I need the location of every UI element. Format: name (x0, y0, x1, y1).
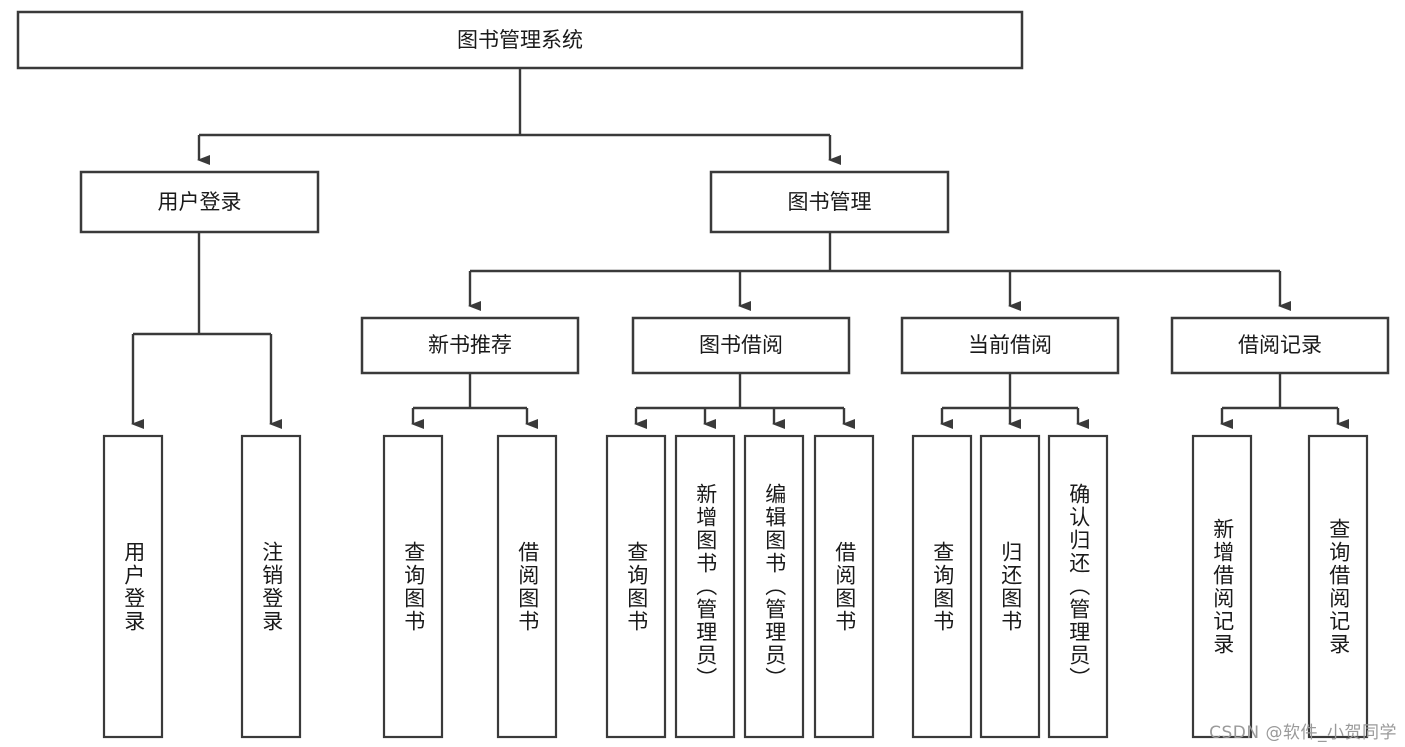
node-current-borrow-label: 当前借阅 (968, 333, 1052, 357)
leaf-box-add-record[interactable] (1191, 434, 1253, 739)
node-book-manage[interactable]: 图书管理 (709, 170, 950, 234)
leaf-box-borrow-book-2[interactable] (813, 434, 875, 739)
node-book-manage-label: 图书管理 (788, 190, 872, 214)
leaf-box-return-book[interactable] (979, 434, 1041, 739)
leaf-box-query-book-3[interactable] (911, 434, 973, 739)
node-new-book-recommend-label: 新书推荐 (428, 333, 512, 357)
node-borrow-record-box[interactable] (1170, 316, 1390, 375)
connector-layer (131, 68, 1349, 429)
leaf-box-confirm-return[interactable] (1047, 434, 1109, 739)
leaf-box-layer (102, 434, 1369, 739)
node-user-login-box[interactable] (79, 170, 320, 234)
node-book-borrow[interactable]: 图书借阅 (631, 316, 851, 375)
leaf-box-user-login[interactable] (102, 434, 164, 739)
node-root-box[interactable] (16, 10, 1024, 70)
node-root-label: 图书管理系统 (457, 28, 583, 52)
node-borrow-record-label: 借阅记录 (1238, 333, 1322, 357)
leaf-box-edit-book[interactable] (743, 434, 805, 739)
node-root[interactable]: 图书管理系统 (16, 10, 1024, 70)
csdn-watermark: CSDN @软件_小贺同学 (1209, 723, 1397, 743)
leaf-box-query-book-2[interactable] (605, 434, 667, 739)
node-current-borrow[interactable]: 当前借阅 (900, 316, 1120, 375)
node-book-borrow-box[interactable] (631, 316, 851, 375)
node-book-borrow-label: 图书借阅 (699, 333, 783, 357)
node-user-login[interactable]: 用户登录 (79, 170, 320, 234)
leaf-box-borrow-book-1[interactable] (496, 434, 558, 739)
node-book-manage-box[interactable] (709, 170, 950, 234)
node-user-login-label: 用户登录 (158, 190, 242, 214)
leaf-box-query-book-1[interactable] (382, 434, 444, 739)
node-borrow-record[interactable]: 借阅记录 (1170, 316, 1390, 375)
leaf-box-query-record[interactable] (1307, 434, 1369, 739)
leaf-box-add-book[interactable] (674, 434, 736, 739)
node-current-borrow-box[interactable] (900, 316, 1120, 375)
node-new-book-recommend-box[interactable] (360, 316, 580, 375)
node-new-book-recommend[interactable]: 新书推荐 (360, 316, 580, 375)
leaf-box-user-logout[interactable] (240, 434, 302, 739)
